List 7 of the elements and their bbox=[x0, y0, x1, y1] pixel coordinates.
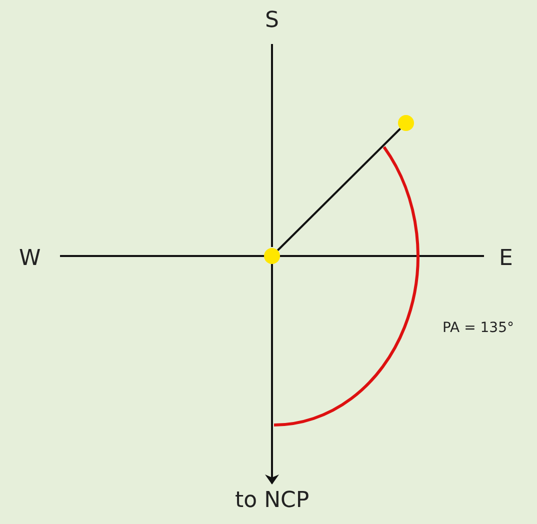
direction-label: E bbox=[499, 246, 513, 270]
direction-label: S bbox=[265, 8, 279, 32]
arrow bbox=[265, 264, 279, 484]
angle-label: PA = 135° bbox=[442, 320, 514, 336]
direction-label: to NCP bbox=[235, 488, 310, 512]
line bbox=[276, 128, 402, 252]
direction-label: W bbox=[19, 246, 41, 270]
